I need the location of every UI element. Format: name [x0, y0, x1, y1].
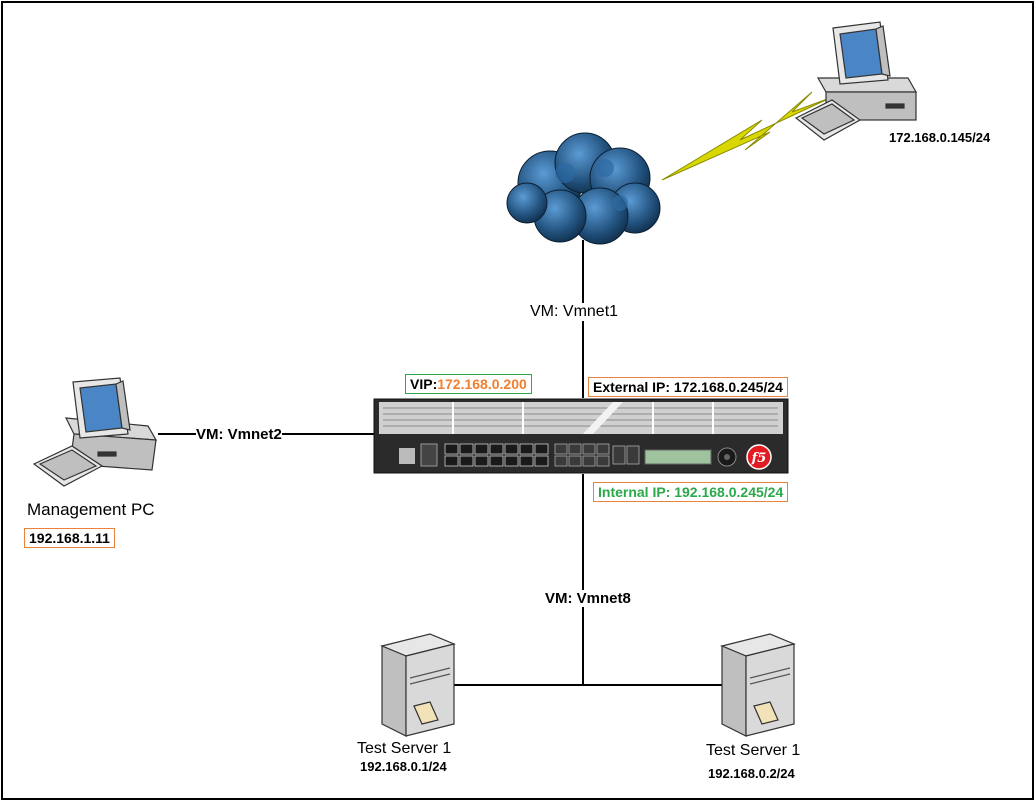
- management-pc-icon: [32, 377, 158, 487]
- external-ip-box: External IP: 172.168.0.245/24: [588, 377, 788, 397]
- remote-client-ip: 172.168.0.145/24: [889, 130, 991, 145]
- vip-box: VIP:172.168.0.200: [405, 374, 532, 394]
- server-1-icon: [380, 633, 456, 737]
- server-2-icon: [720, 633, 796, 737]
- management-pc-label: Management PC: [27, 500, 155, 519]
- server-2-label: Test Server 1: [706, 742, 801, 759]
- vip-value: 172.168.0.200: [437, 376, 527, 392]
- server-1-label: Test Server 1: [357, 740, 452, 757]
- server-2-ip: 192.168.0.2/24: [708, 766, 795, 781]
- link-vmnet2-label: VM: Vmnet2: [196, 426, 282, 443]
- f5-device-icon: f5: [373, 398, 789, 474]
- internal-ip-box: Internal IP: 192.168.0.245/24: [593, 482, 789, 502]
- management-pc-ip-box: 192.168.1.11: [24, 528, 115, 548]
- f5-logo-text: f5: [751, 451, 767, 466]
- server-1-ip: 192.168.0.1/24: [360, 759, 447, 774]
- cloud-icon: [506, 132, 661, 245]
- remote-client-icon: [794, 21, 918, 141]
- wireless-link-icon: [661, 91, 831, 181]
- link-vmnet1-label: VM: Vmnet1: [530, 303, 619, 321]
- vip-label: VIP:: [410, 376, 438, 392]
- link-vmnet8-label: VM: Vmnet8: [545, 590, 631, 607]
